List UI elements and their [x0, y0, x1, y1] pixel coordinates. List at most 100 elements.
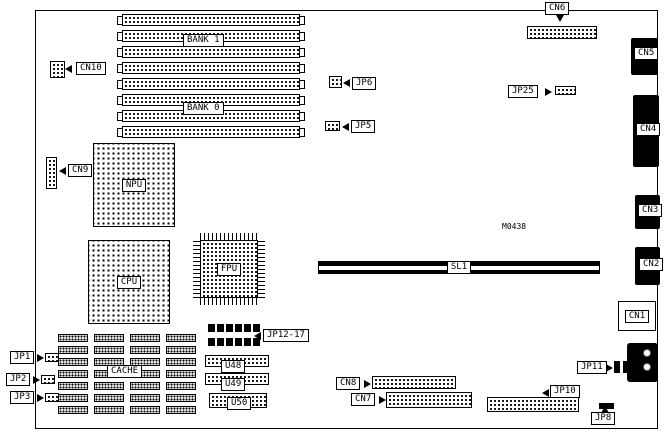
cache-chip-grid: [58, 334, 196, 414]
label-cpu: CPU: [116, 275, 142, 289]
cache-chip: [166, 346, 196, 354]
simm-socket: [117, 62, 305, 74]
arrow-cn7-icon: [379, 396, 386, 404]
jumper-jp6: [329, 76, 342, 88]
arrow-jp10-icon: [542, 389, 549, 397]
cache-chip: [130, 382, 160, 390]
connector-cn8: [372, 376, 456, 389]
npu-socket: NPU: [93, 143, 175, 227]
arrow-jp3-icon: [37, 394, 44, 402]
label-bank1: BANK 1: [183, 34, 224, 47]
simm-socket: [117, 126, 305, 138]
jumper-pin: [217, 324, 224, 332]
label-cn1: CN1: [624, 309, 650, 323]
jumper-pin: [235, 338, 242, 346]
label-jp25: JP25: [508, 85, 538, 98]
cache-chip: [94, 394, 124, 402]
jumper-jp11: [614, 361, 629, 373]
connector-cn9: [46, 157, 57, 189]
label-cn6: CN6: [545, 2, 570, 15]
arrow-cn6-icon: [556, 15, 564, 22]
fpu-pins-bottom: [200, 298, 258, 305]
jumper-jp5: [325, 121, 340, 131]
label-cn5: CN5: [634, 47, 659, 60]
label-u50: U50: [227, 397, 252, 410]
fpu-pins-top: [200, 233, 258, 240]
cache-chip: [94, 346, 124, 354]
fpu-pins-left: [193, 240, 200, 298]
arrow-cn10-icon: [65, 65, 72, 73]
cache-chip: [130, 334, 160, 342]
arrow-jp8-icon: [601, 406, 609, 413]
label-jp8: JP8: [591, 412, 616, 425]
cache-chip: [58, 346, 88, 354]
cache-chip: [58, 358, 88, 366]
label-jp3: JP3: [10, 391, 35, 404]
cache-chip: [94, 334, 124, 342]
jumper-pin: [244, 338, 251, 346]
arrow-jp2-icon: [33, 376, 40, 384]
jumper-jp1: [45, 353, 59, 362]
cache-chip: [94, 382, 124, 390]
label-jp11: JP11: [577, 361, 607, 374]
cache-chip: [130, 394, 160, 402]
arrow-jp11-icon: [606, 364, 613, 372]
label-jp12-17: JP12-17: [263, 329, 309, 342]
cache-chip: [58, 382, 88, 390]
jumper-pin: [253, 324, 260, 332]
cache-chip: [130, 358, 160, 366]
label-u48: U48: [221, 360, 246, 373]
label-fpu: FPU: [216, 262, 242, 276]
cache-chip: [166, 394, 196, 402]
port-circle-icon: [643, 349, 651, 357]
jumper-pin: [208, 324, 215, 332]
connector-bottom-right: [627, 343, 658, 382]
connector-cn1: CN1: [618, 301, 656, 331]
jumper-pin: [253, 338, 260, 346]
label-npu: NPU: [121, 178, 147, 192]
label-sl1: SL1: [446, 261, 472, 274]
jumper-jp3: [45, 393, 59, 402]
cpu-socket: CPU: [88, 240, 170, 324]
connector-jp10: [487, 397, 579, 412]
simm-socket: [117, 14, 305, 26]
arrow-jp6-icon: [343, 79, 350, 87]
label-jp2: JP2: [6, 373, 31, 386]
label-cn4: CN4: [636, 123, 661, 136]
connector-cn7: [386, 392, 472, 408]
connector-cn10: [50, 61, 65, 78]
cache-chip: [58, 394, 88, 402]
arrow-cn8-icon: [364, 380, 371, 388]
label-cn7: CN7: [351, 393, 376, 406]
label-jp10: JP10: [550, 385, 580, 398]
jp12-17-block: [208, 324, 260, 346]
label-cn3: CN3: [638, 204, 663, 217]
fpu-body: FPU: [200, 240, 258, 298]
cache-chip: [58, 406, 88, 414]
cache-chip: [166, 358, 196, 366]
connector-cn6: [527, 26, 597, 39]
simm-socket: [117, 46, 305, 58]
board-model-text: M0438: [502, 222, 527, 231]
cache-chip: [166, 370, 196, 378]
arrow-jp25-icon: [545, 88, 552, 96]
label-u49: U49: [221, 378, 246, 391]
cache-chip: [58, 370, 88, 378]
arrow-jp5-icon: [342, 123, 349, 131]
label-jp6: JP6: [352, 77, 377, 90]
jumper-pin: [235, 324, 242, 332]
port-circle-icon: [643, 363, 651, 371]
cache-chip: [166, 334, 196, 342]
label-cn10: CN10: [76, 62, 106, 75]
jumper-pin: [244, 324, 251, 332]
label-jp5: JP5: [351, 120, 376, 133]
cache-chip: [130, 406, 160, 414]
jumper-pin: [226, 338, 233, 346]
cache-chip: [94, 406, 124, 414]
label-cn8: CN8: [336, 377, 361, 390]
cache-chip: [166, 382, 196, 390]
label-cn9: CN9: [68, 164, 93, 177]
label-jp1: JP1: [10, 351, 35, 364]
jumper-jp2: [41, 375, 55, 384]
